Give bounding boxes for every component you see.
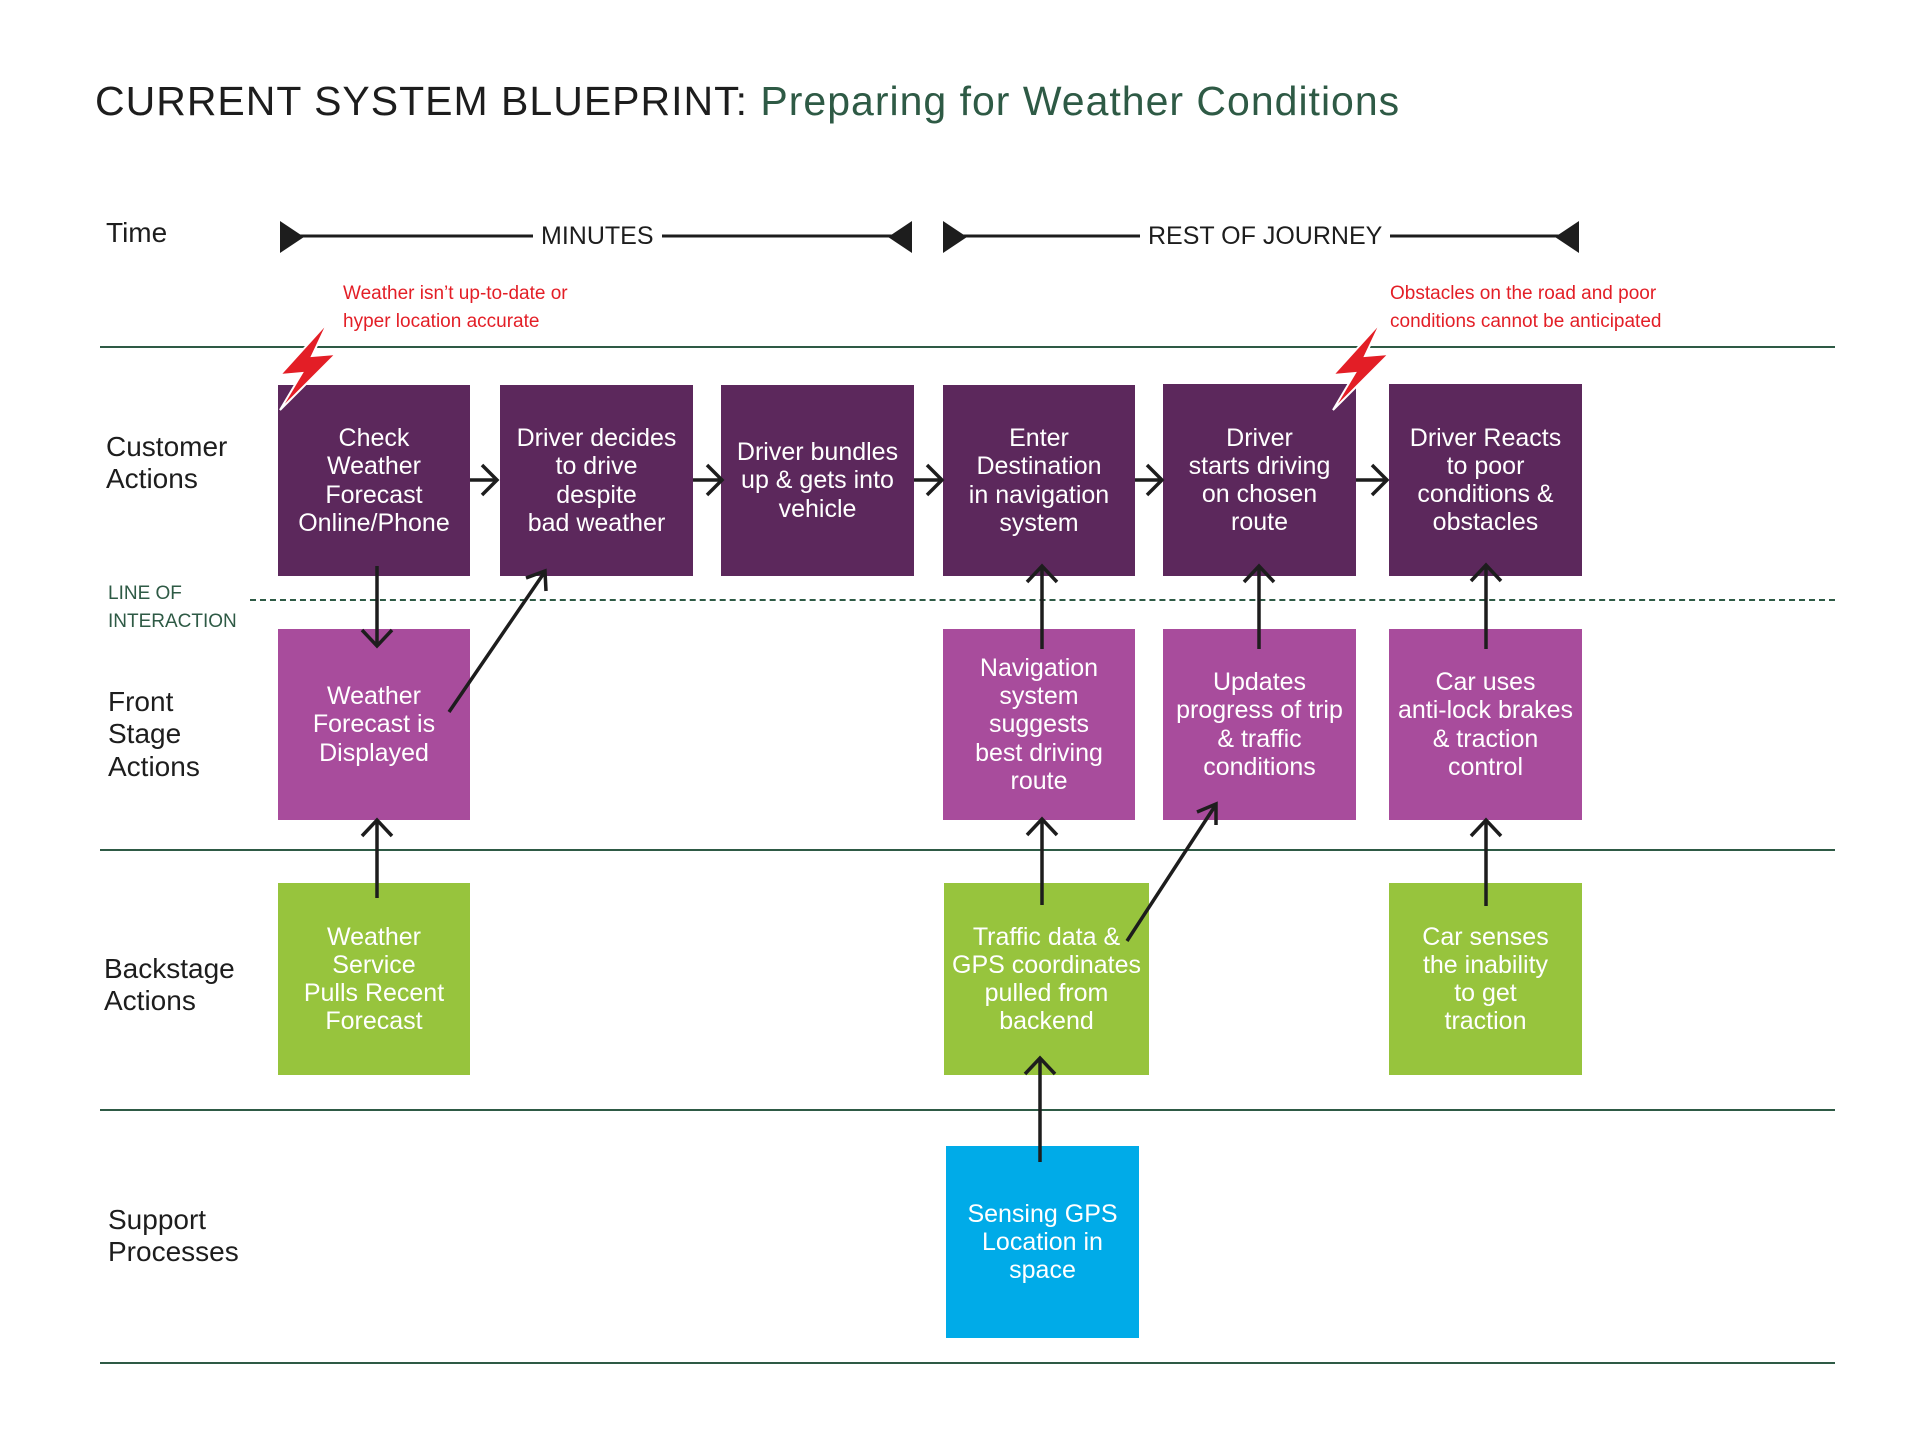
arrow-bundle-to-enter	[914, 463, 945, 497]
pain-point-weather-note: Weather isn’t up-to-date or hyper locati…	[343, 283, 568, 332]
customer-action-check-weather: Check Weather Forecast Online/Phone	[278, 385, 470, 576]
customer-action-decide-to-drive: Driver decides to drive despite bad weat…	[500, 385, 693, 576]
backstage-traffic-gps-data: Traffic data & GPS coordinates pulled fr…	[944, 883, 1149, 1075]
customer-action-start-driving: Driver starts driving on chosen route	[1163, 384, 1356, 576]
timeline-phase-minutes: MINUTES	[533, 222, 662, 251]
line-of-interaction-label: LINE OF INTERACTION	[108, 583, 237, 632]
customer-action-react-to-conditions: Driver Reacts to poor conditions & obsta…	[1389, 384, 1582, 576]
lane-label-front-stage: Front Stage Actions	[108, 686, 200, 782]
backstage-weather-service-pulls-forecast: Weather Service Pulls Recent Forecast	[278, 883, 470, 1075]
lightning-bolt-icon	[1330, 321, 1392, 411]
lightning-bolt-icon	[277, 321, 339, 411]
lane-label-support: Support Processes	[108, 1204, 239, 1268]
arrow-senses-to-antilock	[1469, 817, 1503, 906]
support-sensing-gps-location: Sensing GPS Location in space	[946, 1146, 1139, 1338]
arrow-traffic-to-navigation	[1025, 816, 1059, 905]
arrow-antilock-to-react	[1469, 562, 1503, 649]
timeline-phase-rest-of-journey: REST OF JOURNEY	[1140, 222, 1391, 251]
timeline-minutes-end-marker	[888, 221, 912, 253]
lane-label-time: Time	[106, 217, 168, 248]
arrow-enter-to-start	[1135, 463, 1165, 497]
title-subtitle: Preparing for Weather Conditions	[760, 78, 1401, 124]
front-stage-weather-displayed: Weather Forecast is Displayed	[278, 629, 470, 820]
line-of-visibility	[100, 849, 1835, 851]
arrow-start-to-react	[1356, 463, 1390, 497]
arrow-displayed-to-decide	[447, 568, 548, 713]
front-stage-navigation-suggests-route: Navigation system suggests best driving …	[943, 629, 1135, 820]
arrow-check-to-decide-head	[480, 463, 500, 497]
pain-point-obstacles-note: Obstacles on the road and poor condition…	[1390, 283, 1662, 332]
lane-label-customer: Customer Actions	[106, 431, 228, 495]
arrow-decide-to-bundle	[693, 463, 725, 497]
timeline-journey-end-marker	[1555, 221, 1579, 253]
customer-action-enter-destination: Enter Destination in navigation system	[943, 385, 1135, 576]
lane-divider-bottom	[100, 1362, 1835, 1364]
line-of-internal-interaction	[100, 1109, 1835, 1111]
arrow-updates-to-start	[1242, 563, 1276, 649]
lane-divider-customer-top	[100, 346, 1835, 348]
page-title: CURRENT SYSTEM BLUEPRINT: Preparing for …	[95, 78, 1400, 125]
backstage-car-senses-traction: Car senses the inability to get traction	[1389, 883, 1582, 1075]
customer-action-bundle-up: Driver bundles up & gets into vehicle	[721, 385, 914, 576]
title-main: CURRENT SYSTEM BLUEPRINT:	[95, 78, 749, 124]
arrow-gps-to-traffic	[1023, 1055, 1057, 1162]
timeline-minutes-start-marker	[280, 221, 304, 253]
front-stage-anti-lock-brakes: Car uses anti-lock brakes & traction con…	[1389, 629, 1582, 820]
arrow-check-to-displayed	[360, 566, 394, 649]
front-stage-updates-progress: Updates progress of trip & traffic condi…	[1163, 629, 1356, 820]
arrow-navigation-to-enter	[1025, 563, 1059, 649]
arrow-service-to-displayed	[360, 817, 394, 898]
arrow-traffic-to-updates	[1125, 801, 1218, 942]
lane-label-backstage: Backstage Actions	[104, 953, 235, 1017]
timeline-journey-start-marker	[943, 221, 967, 253]
